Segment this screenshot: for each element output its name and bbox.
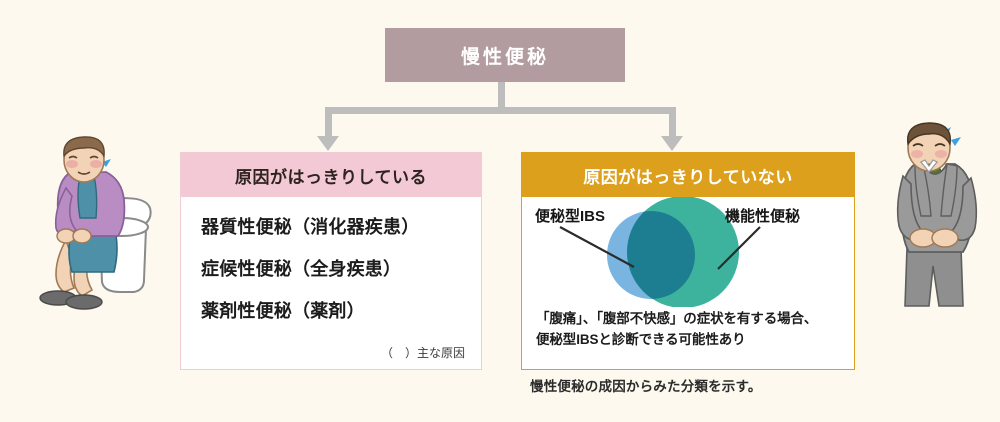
panel-unknown-cause-header: 原因がはっきりしていない: [522, 153, 854, 197]
connector-stem: [498, 82, 505, 107]
panel-unknown-cause-body: 便秘型IBS 機能性便秘 「腹痛」、「腹部不快感」の症状を有する場合、 便秘型I…: [522, 197, 854, 369]
arrow-down-left-icon: [317, 136, 339, 151]
arms-shape: [896, 174, 978, 242]
explanation-text: 「腹痛」、「腹部不快感」の症状を有する場合、 便秘型IBSと診断できる可能性あり: [536, 309, 846, 351]
panel-unknown-cause: 原因がはっきりしていない: [521, 152, 855, 370]
venn-label-ibs: 便秘型IBS: [535, 208, 606, 225]
head-shape: [906, 122, 952, 172]
panel-known-cause-title: 原因がはっきりしている: [235, 167, 427, 187]
panel-known-cause: 原因がはっきりしている 器質性便秘（消化器疾患） 症候性便秘（全身疾患） 薬剤性…: [180, 152, 482, 370]
head-shape: [63, 136, 105, 183]
list-item: 症候性便秘（全身疾患）: [201, 259, 402, 279]
list-item: 器質性便秘（消化器疾患）: [201, 217, 420, 237]
panel-known-cause-header: 原因がはっきりしている: [181, 153, 481, 197]
inner-shirt-shape: [77, 175, 98, 219]
venn-label-functional: 機能性便秘: [725, 208, 801, 225]
leader-line-functional: [717, 226, 761, 270]
slippers-shape: [39, 290, 103, 310]
legend-note: （ ）主な原因: [380, 346, 465, 360]
hands-shape: [56, 228, 92, 244]
collar-shape: [920, 159, 938, 173]
venn-diagram-graphic: [559, 197, 761, 307]
panel-known-cause-body: 器質性便秘（消化器疾患） 症候性便秘（全身疾患） 薬剤性便秘（薬剤） （ ）主な…: [181, 197, 481, 371]
businessman-holding-stomach-illustration: [885, 120, 995, 315]
businessman-graphic: [896, 122, 978, 307]
connector-drop-left: [325, 107, 332, 136]
trousers-shape: [904, 247, 964, 307]
arrow-down-right-icon: [661, 136, 683, 151]
elderly-woman-graphic: [39, 136, 152, 310]
figure-caption: 慢性便秘の成因からみた分類を示す。: [530, 379, 762, 394]
root-node-chronic-constipation: 慢性便秘: [385, 28, 625, 82]
hands-shape: [909, 228, 959, 248]
connector-horizontal-bar: [325, 107, 676, 114]
lapel-shape: [914, 163, 958, 217]
list-item: 薬剤性便秘（薬剤）: [201, 301, 365, 321]
connector-drop-right: [669, 107, 676, 136]
panel-unknown-cause-title: 原因がはっきりしていない: [583, 167, 793, 187]
explanation-line-1: 「腹痛」、「腹部不快感」の症状を有する場合、: [536, 311, 818, 326]
explanation-line-2: 便秘型IBSと診断できる可能性あり: [536, 331, 746, 347]
venn-overlap-region: [627, 211, 695, 299]
elderly-woman-on-toilet-illustration: [22, 132, 162, 317]
root-node-label: 慢性便秘: [460, 46, 549, 68]
venn-diagram: 便秘型IBS 機能性便秘: [522, 197, 854, 307]
leader-line-ibs: [559, 226, 635, 268]
